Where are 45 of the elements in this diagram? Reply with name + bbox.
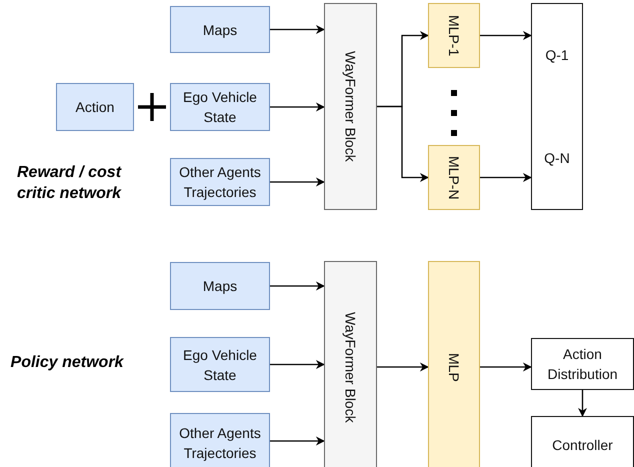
node-label: Action <box>76 98 114 117</box>
node-label: MLP-N <box>445 156 463 200</box>
arrow <box>377 106 429 182</box>
section-label: Reward / cost critic network <box>16 163 123 204</box>
input-box <box>170 83 270 131</box>
node-label: Other Agents Trajectories <box>178 424 262 463</box>
input-box <box>170 158 270 206</box>
node-label: Ego Vehicle State <box>182 346 258 384</box>
encoder-block <box>324 261 377 467</box>
node-label: Other Agents Trajectories <box>178 163 262 202</box>
node-label: WayFormer Block <box>342 51 360 162</box>
arrow <box>270 436 325 446</box>
input-box <box>56 83 134 131</box>
mlp-block <box>428 3 480 68</box>
node-label: Controller <box>552 436 613 454</box>
output-box <box>531 3 583 210</box>
node-label: Maps <box>202 277 238 296</box>
output-box <box>531 416 634 467</box>
mlp-block <box>428 145 480 210</box>
node-label: Ego Vehicle State <box>182 88 258 127</box>
input-box <box>170 262 270 310</box>
encoder-block <box>324 3 377 210</box>
arrow <box>270 178 325 186</box>
arrow <box>270 360 325 369</box>
node-label: Maps <box>202 20 238 40</box>
section-label: Policy network <box>10 353 125 373</box>
input-box <box>170 337 270 392</box>
arrow <box>480 31 532 40</box>
arrow <box>270 282 325 290</box>
input-box <box>170 413 270 467</box>
node-label: Q-N <box>544 148 570 168</box>
node-label: MLP-1 <box>445 14 463 56</box>
node-label: WayFormer Block <box>342 312 360 422</box>
output-box <box>531 338 634 390</box>
arrow <box>480 362 532 372</box>
arrow <box>578 390 587 417</box>
node-label: Action Distribution <box>546 345 619 384</box>
arrow <box>270 25 325 34</box>
mlp-block <box>428 261 480 467</box>
node-label: Q-1 <box>545 46 569 66</box>
node-label: MLP <box>445 352 463 382</box>
arrow <box>480 173 532 182</box>
arrow <box>270 102 325 112</box>
input-box <box>170 6 270 53</box>
arrow <box>377 362 429 372</box>
